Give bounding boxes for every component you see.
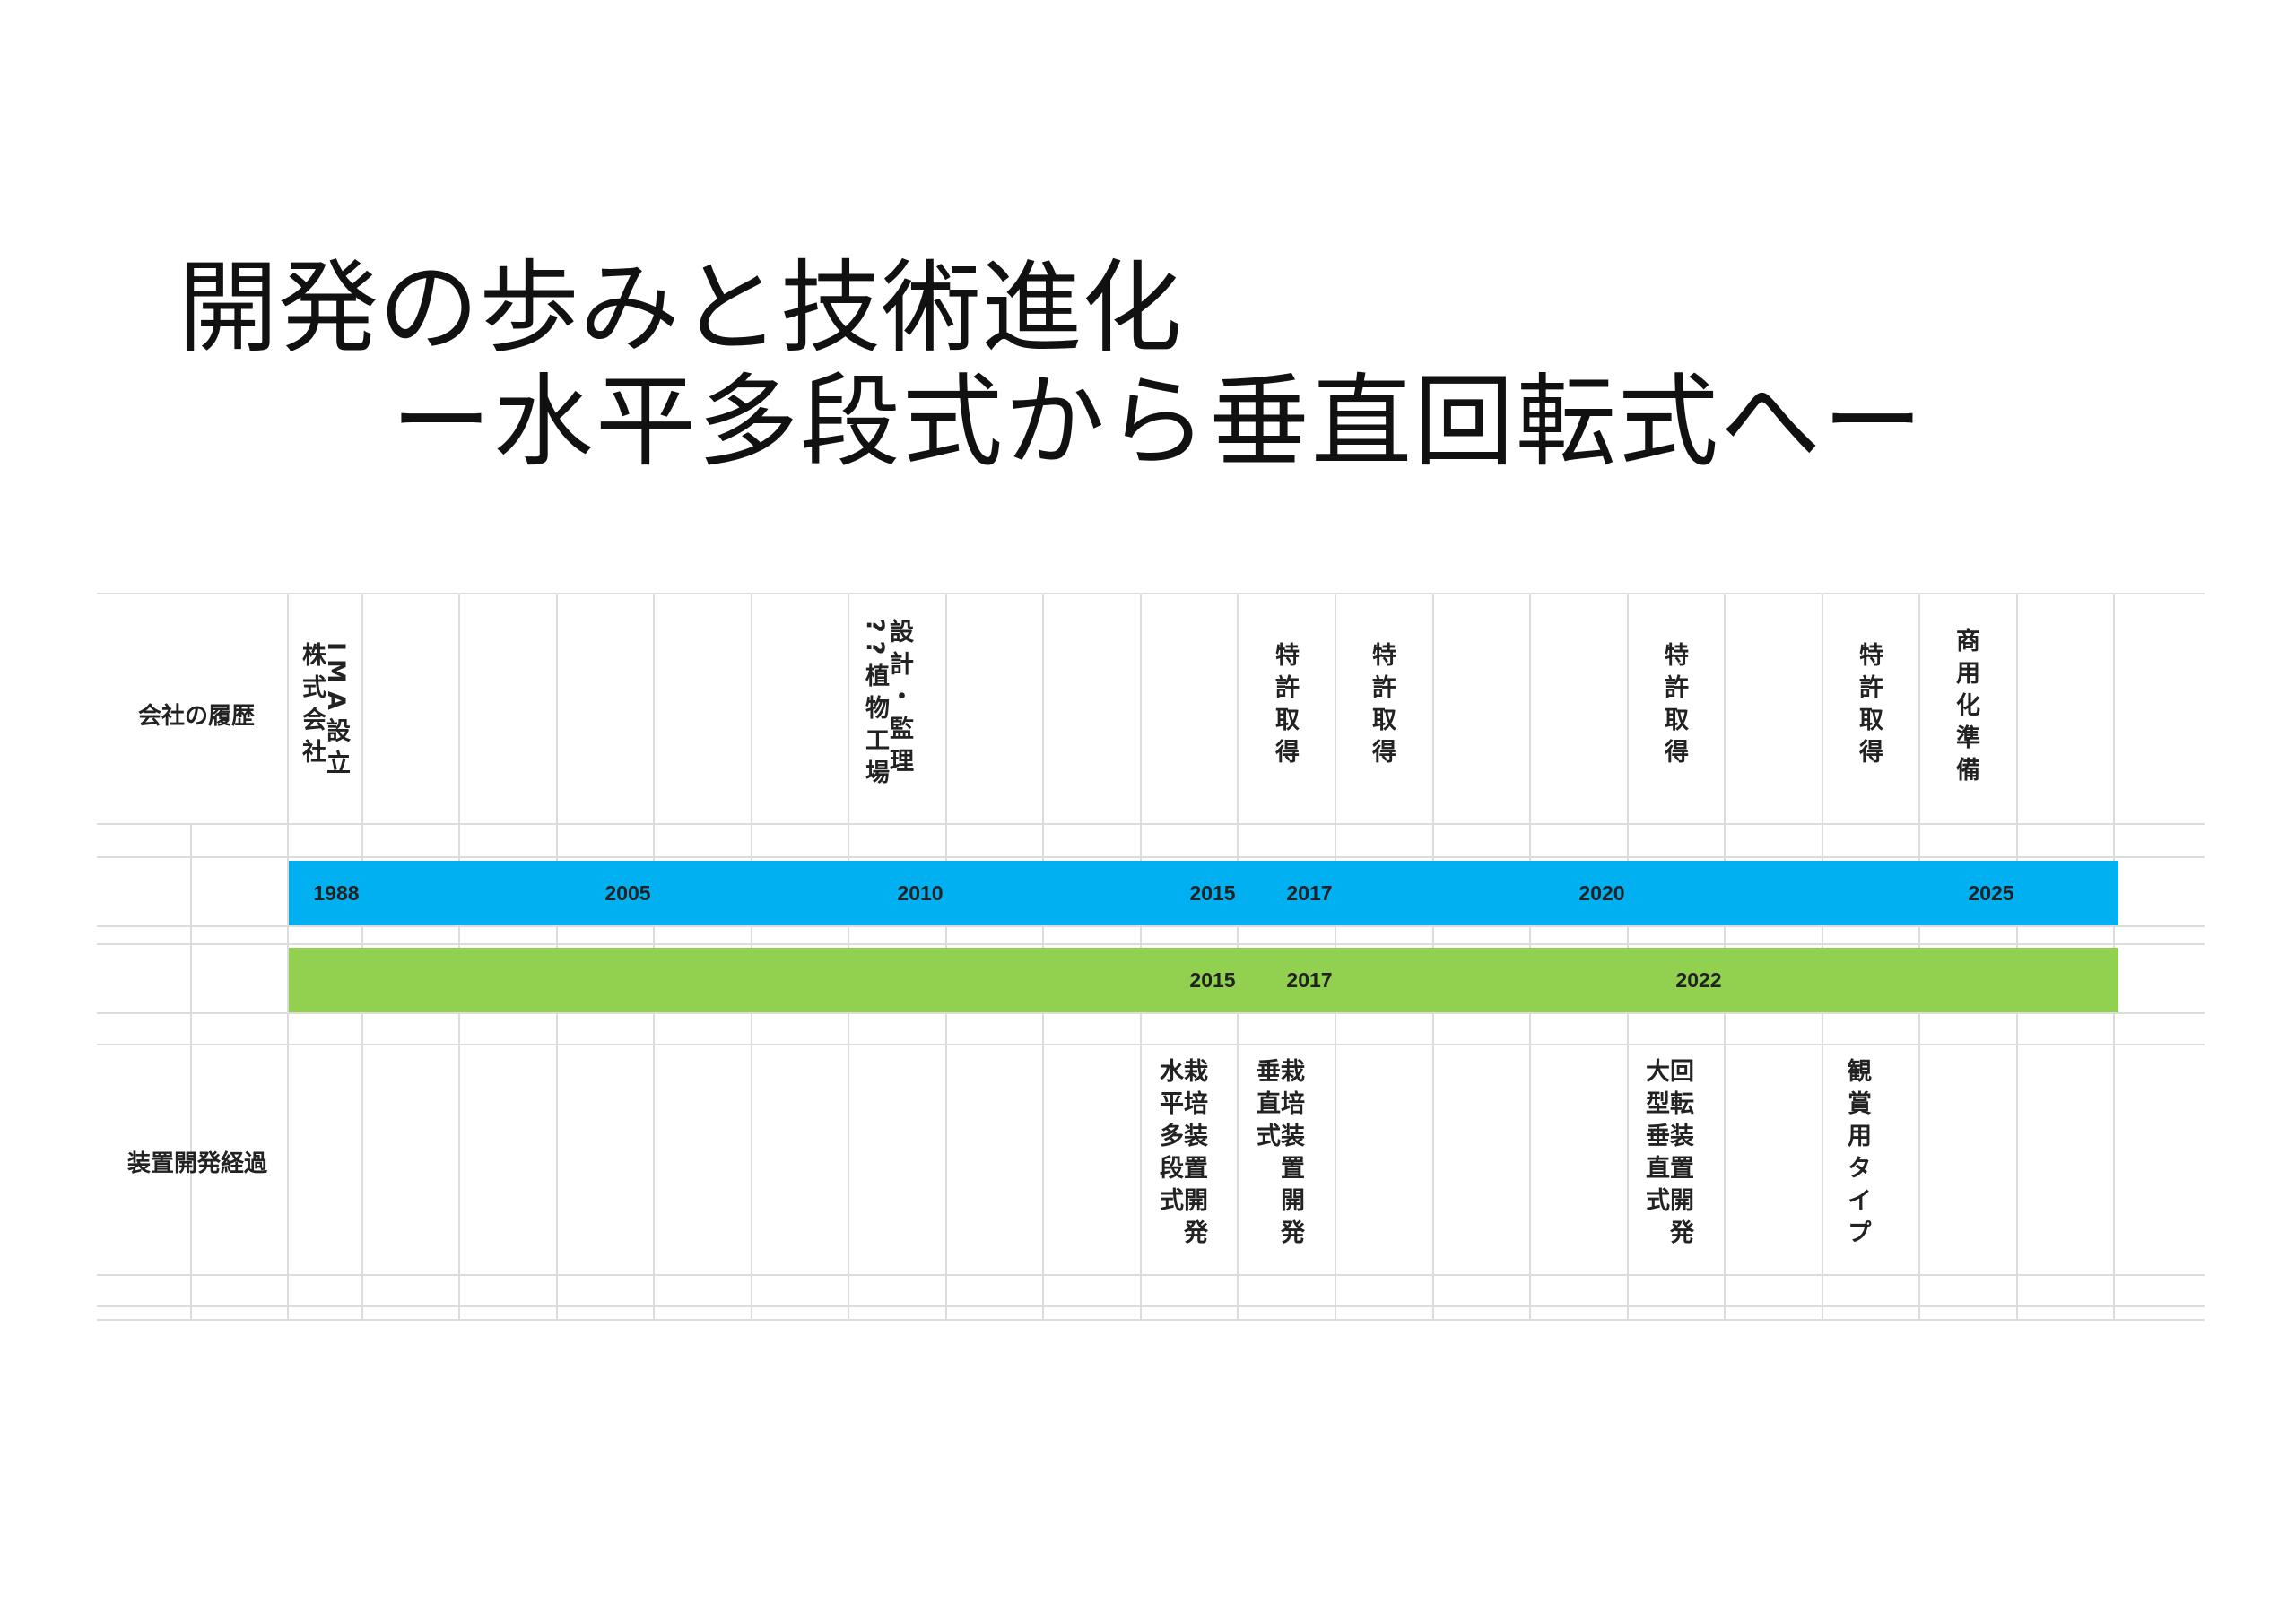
history-event-commercialization: 商用化準備 [1952,628,1979,789]
history-event-plant-factory-design: 設計・監理??植物工場 [861,619,913,793]
year-label: 2017 [1286,881,1333,905]
year-label: 2015 [1189,968,1236,992]
grid-line [190,823,192,1319]
company-timeline-bar: 1988 2005 2010 2015 2017 2020 2025 [289,861,2118,925]
grid-line [287,593,289,1319]
year-label: 2017 [1286,968,1333,992]
grid-line [97,856,2205,858]
history-event-patent-4: 特許取得 [1855,642,1883,771]
grid-line [97,1012,2205,1014]
grid-line [97,943,2205,945]
year-label: 1988 [313,881,360,905]
device-event-large-rotating: 回転装置開発大型垂直式 [1641,1058,1693,1252]
device-timeline-bar: 2015 2017 2022 [289,948,2118,1012]
grid-line [97,593,2205,594]
year-label: 2025 [1968,881,2014,905]
grid-line [97,1274,2205,1276]
year-label: 2010 [897,881,944,905]
grid-line [97,1305,2205,1307]
grid-line [97,1319,2205,1321]
history-event-patent-1: 特許取得 [1271,642,1299,771]
device-event-horizontal-multistage: 栽培装置開発水平多段式 [1155,1058,1207,1252]
grid-line [97,823,2205,825]
row-label-device-development: 装置開発経過 [127,1150,268,1177]
device-event-ornamental-type: 観賞用タイプ [1843,1058,1871,1252]
grid-line [97,925,2205,927]
year-label: 2022 [1675,968,1722,992]
history-event-patent-2: 特許取得 [1368,642,1396,771]
slide-title-line2: ー水平多段式から垂直回転式へー [391,364,1925,481]
year-label: 2015 [1189,881,1236,905]
row-label-company-history: 会社の履歴 [138,703,256,730]
history-event-patent-3: 特許取得 [1660,642,1688,771]
grid-line [97,1044,2205,1045]
device-event-vertical: 栽培装置開発垂直式 [1252,1058,1304,1252]
history-event-ima-founded: IMA設立株式会社 [298,642,350,783]
year-label: 2005 [604,881,651,905]
slide-title-line1: 開発の歩みと技術進化 [178,250,1182,367]
year-label: 2020 [1578,881,1625,905]
